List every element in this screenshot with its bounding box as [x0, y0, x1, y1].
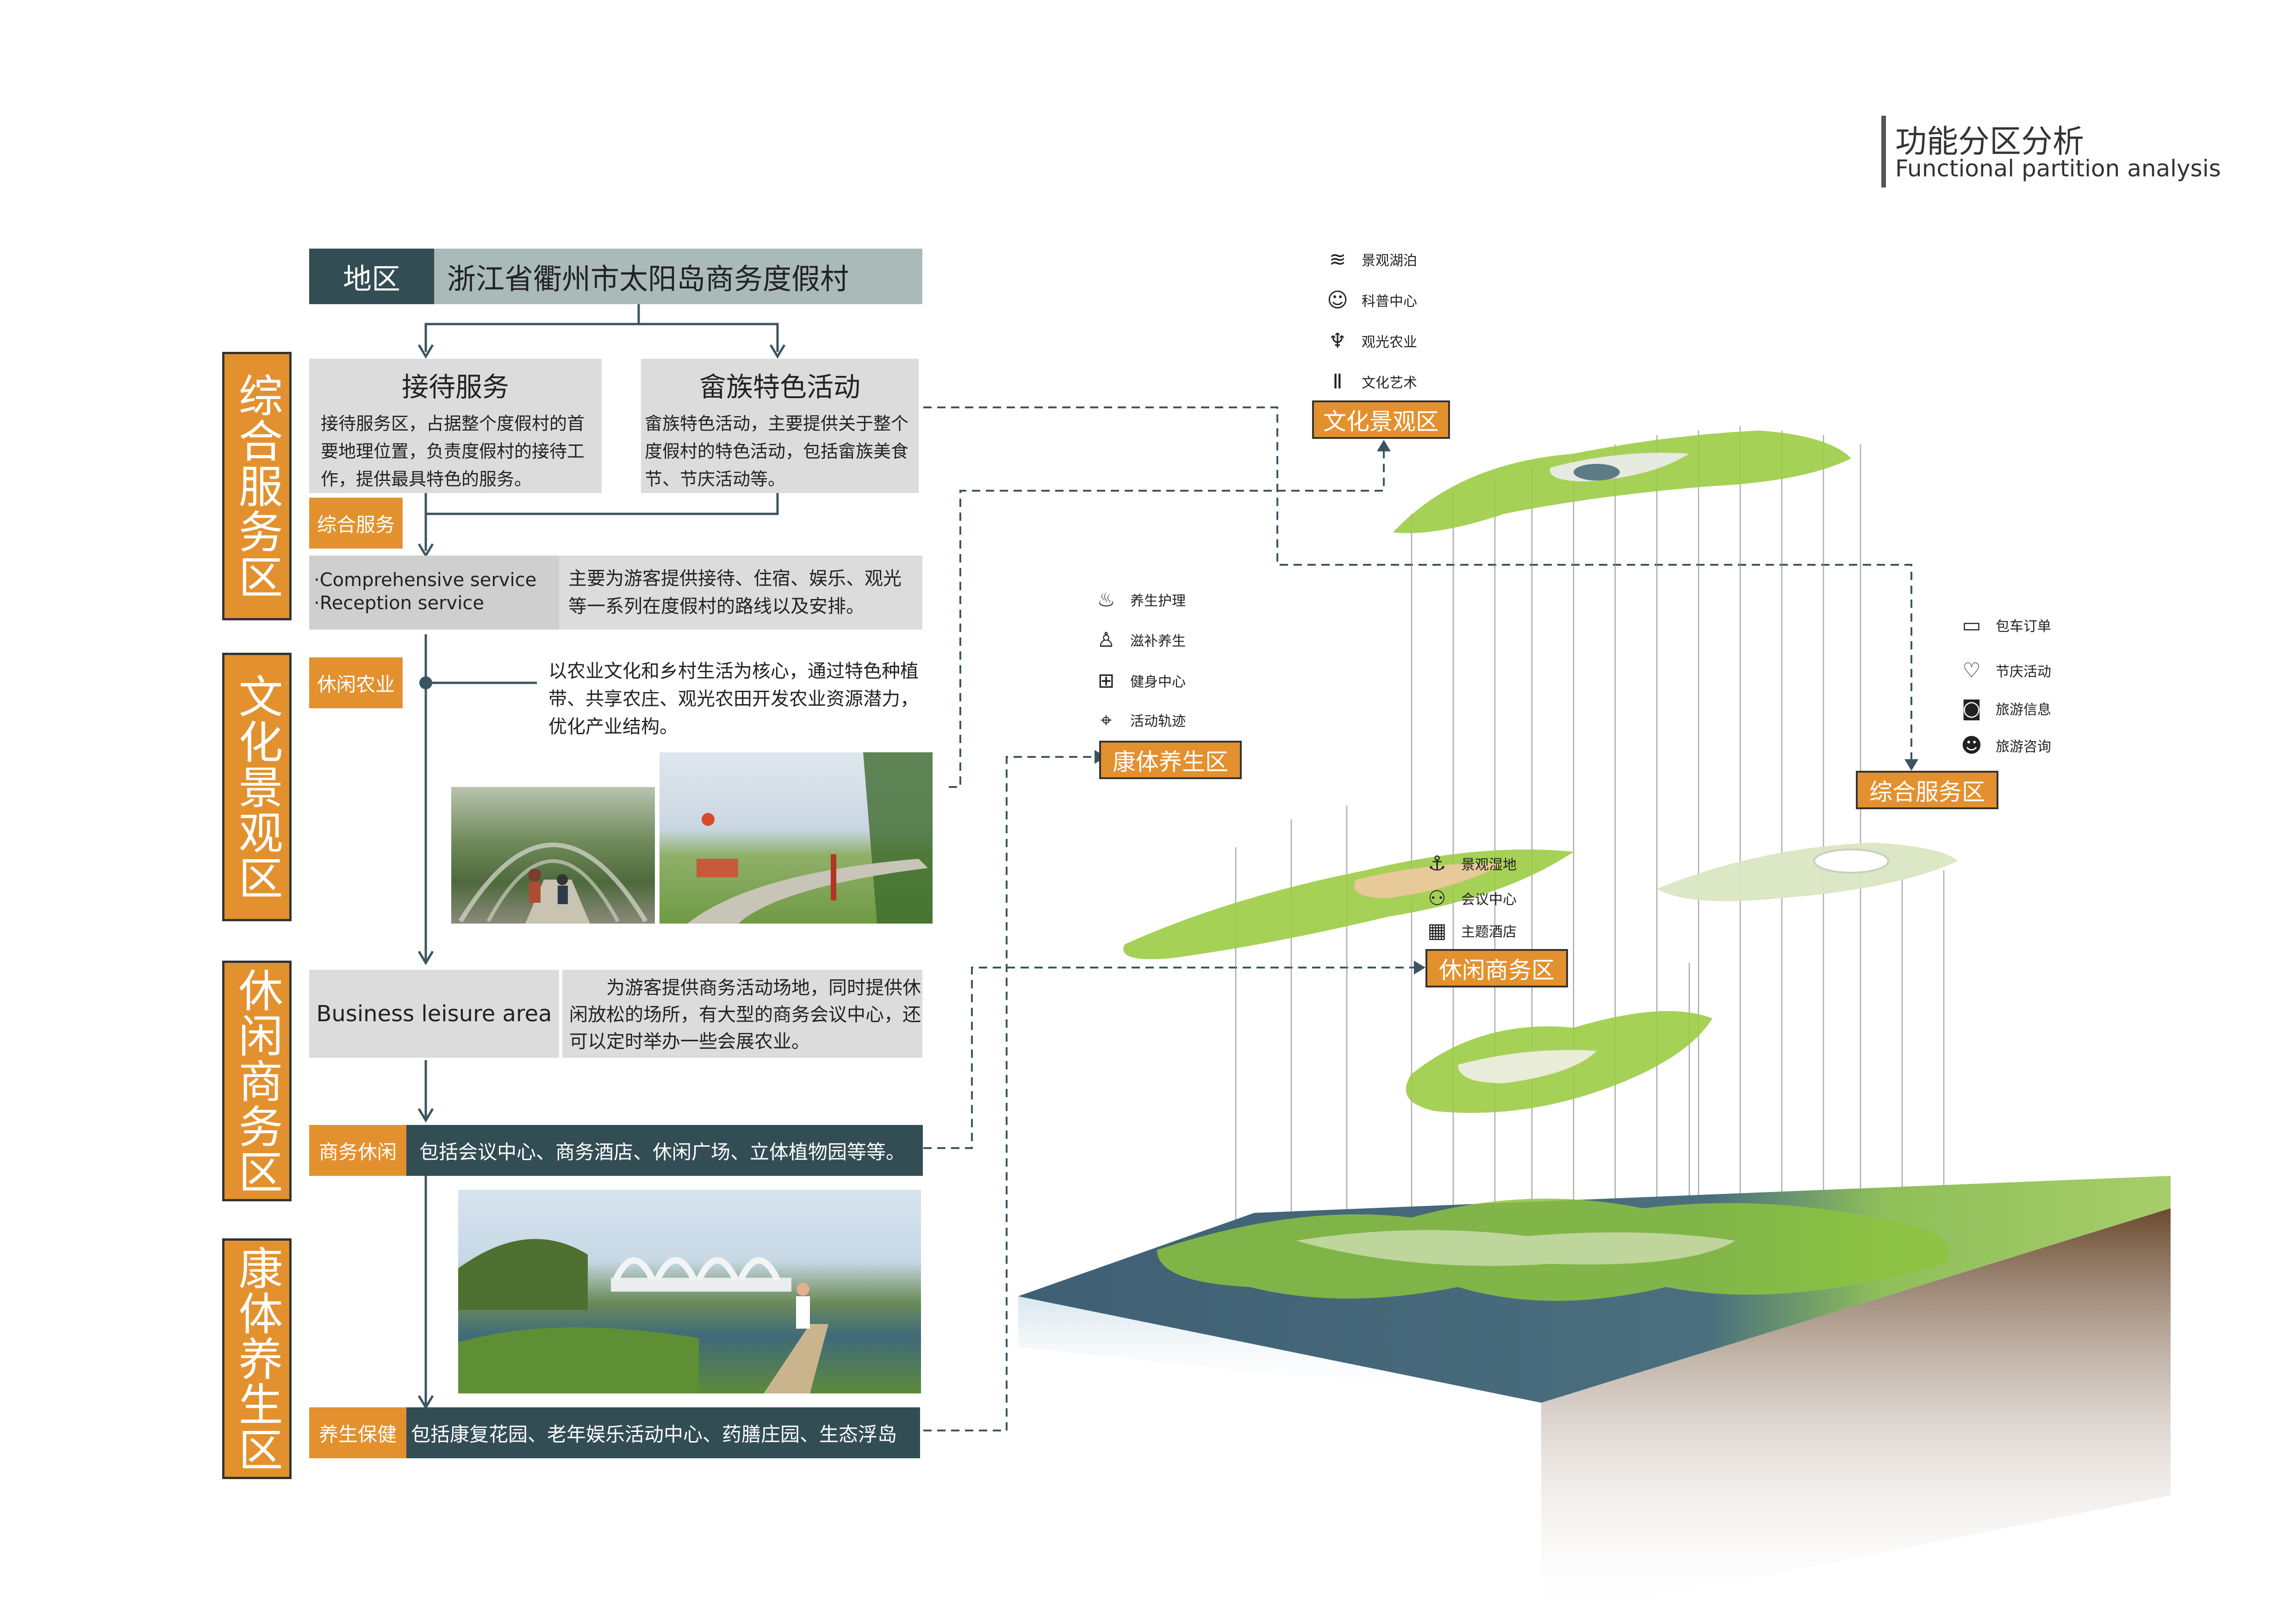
reception-title: 接待服务	[401, 371, 509, 403]
page-subtitle: Functional partition analysis	[1895, 155, 2221, 182]
she-activity-box: 畲族特色活动 畲族特色活动，主要提供关于整个度假村的特色活动，包括畲族美食节、节…	[641, 359, 919, 493]
map-label-business: 休闲商务区	[1425, 949, 1568, 987]
region-header: 地区 浙江省衢州市太阳岛商务度假村	[309, 249, 922, 304]
island-axonometric-map	[1018, 426, 2171, 1620]
she-text: 畲族特色活动，主要提供关于整个度假村的特色活动，包括畲族美食节、节庆活动等。	[645, 413, 909, 489]
legend-festival: ♡节庆活动	[1958, 656, 2051, 684]
column-icon: Ⅱ	[1332, 369, 1343, 394]
anchor-icon: ⚓	[1428, 851, 1446, 875]
massage-icon: ♨	[1097, 587, 1115, 612]
legend-bus: ▭包车订单	[1958, 611, 2051, 639]
meeting-icon: ⚇	[1428, 886, 1446, 910]
region-tag: 地区	[309, 249, 434, 304]
photo-greenhouse	[451, 787, 655, 924]
zone-tab-service: 综合服务区	[222, 352, 292, 620]
she-title: 畲族特色活动	[699, 371, 860, 403]
agri-desc: 以农业文化和乡村生活为核心，通过特色种植带、共享农庄、观光农田开发农业资源潜力，…	[548, 661, 919, 737]
balloon-icon: ♡	[1962, 658, 1981, 682]
business-desc: 为游客提供商务活动场地，同时提供休闲放松的场所，有大型的商务会议中心，还可以定时…	[569, 977, 921, 1052]
legend-agri: ♆观光农业	[1324, 327, 1417, 355]
hotel-icon: ▦	[1427, 918, 1447, 943]
health-tag: 养生保健	[309, 1407, 406, 1458]
service-en-1: ·Comprehensive service	[314, 569, 537, 591]
legend-lake: ≋景观湖泊	[1324, 245, 1417, 273]
health-bar: 包括康复花园、老年娱乐活动中心、药膳庄园、生态浮岛	[406, 1407, 920, 1458]
legend-consult: ☻旅游咨询	[1958, 731, 2051, 759]
map-label-service: 综合服务区	[1856, 771, 1998, 809]
legend-info: ◙旅游信息	[1958, 694, 2051, 722]
dumbbell-icon: ⊞	[1097, 668, 1115, 693]
agri-tag: 休闲农业	[309, 657, 403, 708]
legend-tonic: ♙滋补养生	[1092, 626, 1186, 654]
legend-gym: ⊞健身中心	[1092, 667, 1186, 694]
walker-icon: ♙	[1097, 628, 1115, 652]
support-icon: ☻	[1961, 733, 1982, 757]
reception-box: 接待服务 接待服务区，占据整个度假村的首要地理位置，负责度假村的接待工作，提供最…	[309, 359, 602, 493]
business-desc-box: 为游客提供商务活动场地，同时提供休闲放松的场所，有大型的商务会议中心，还可以定时…	[562, 970, 922, 1058]
business-tag: 商务休闲	[309, 1125, 406, 1176]
person-icon: ☺	[1327, 288, 1348, 312]
map-label-culture: 文化景观区	[1312, 400, 1450, 439]
business-en-title: Business leisure area	[309, 970, 559, 1058]
service-bar: ·Comprehensive service ·Reception servic…	[309, 556, 922, 630]
lake-icon: ≋	[1329, 247, 1346, 271]
camera-icon: ◙	[1961, 696, 1982, 720]
photo-farmland	[660, 752, 933, 924]
service-desc: 主要为游客提供接待、住宿、娱乐、观光等一系列在度假村的路线以及安排。	[568, 568, 902, 617]
legend-hotel: ▦主题酒店	[1423, 917, 1517, 944]
title-divider	[1881, 116, 1886, 187]
business-bar: 包括会议中心、商务酒店、休闲广场、立体植物园等等。	[406, 1125, 923, 1176]
zone-tab-culture: 文化景观区	[222, 653, 292, 921]
map-label-health: 康体养生区	[1099, 741, 1242, 779]
service-tag: 综合服务	[309, 498, 403, 549]
region-name: 浙江省衢州市太阳岛商务度假村	[447, 262, 849, 296]
legend-science: ☺科普中心	[1324, 286, 1417, 314]
reception-text: 接待服务区，占据整个度假村的首要地理位置，负责度假村的接待工作，提供最具特色的服…	[321, 413, 585, 489]
legend-track: ⌖活动轨迹	[1092, 706, 1186, 734]
bus-icon: ▭	[1962, 613, 1981, 637]
page-title: 功能分区分析	[1895, 124, 2084, 160]
photo-bridge-park	[458, 1190, 921, 1393]
track-icon: ⌖	[1100, 708, 1112, 732]
legend-wetland: ⚓景观湿地	[1423, 849, 1517, 877]
wheat-icon: ♆	[1328, 329, 1347, 353]
legend-meeting: ⚇会议中心	[1423, 884, 1517, 912]
zone-tab-health: 康体养生区	[222, 1238, 292, 1479]
service-en-2: ·Reception service	[314, 593, 484, 614]
zone-tab-business: 休闲商务区	[222, 961, 292, 1201]
legend-care: ♨养生护理	[1092, 586, 1186, 613]
